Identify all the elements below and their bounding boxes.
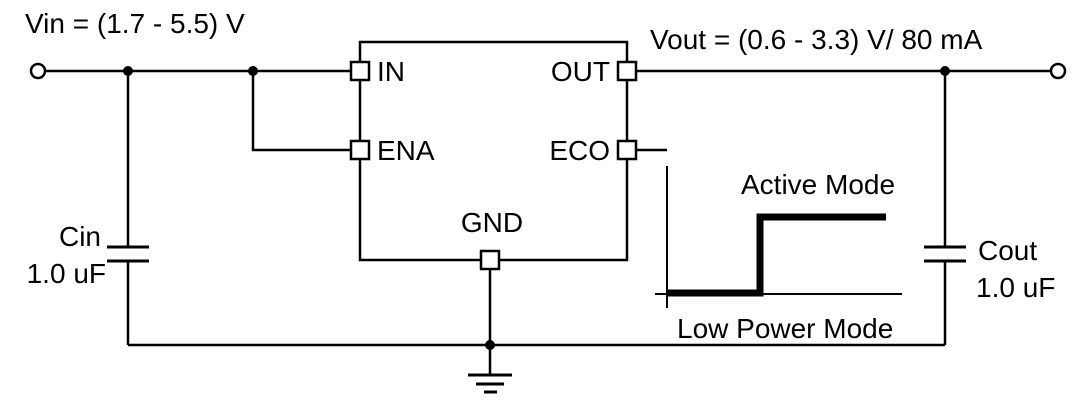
- junction-dot-gnd: [485, 340, 495, 350]
- pin-out-icon: [616, 60, 638, 82]
- pin-eco-label: ECO: [549, 135, 610, 166]
- pin-ena-icon: [349, 139, 371, 161]
- cin-name-label: Cin: [59, 221, 101, 252]
- low-power-mode-label: Low Power Mode: [677, 313, 893, 344]
- ena-wire: [251, 71, 351, 152]
- pin-in-label: IN: [377, 56, 405, 87]
- cin-value-label: 1.0 uF: [27, 258, 106, 289]
- pin-eco-icon: [616, 139, 638, 161]
- active-mode-label: Active Mode: [741, 169, 895, 200]
- vin-terminal-icon: [29, 62, 47, 80]
- pin-out-label: OUT: [551, 56, 610, 87]
- cout-capacitor-icon: [924, 245, 966, 263]
- pin-ena-label: ENA: [377, 135, 435, 166]
- cout-value-label: 1.0 uF: [976, 272, 1055, 303]
- cout-name-label: Cout: [978, 235, 1037, 266]
- vout-terminal-icon: [1049, 62, 1067, 80]
- ic-body: [358, 40, 629, 262]
- pin-gnd-label: GND: [461, 207, 523, 238]
- junction-dot-cout: [940, 66, 950, 76]
- waveform-step-trace: [667, 213, 886, 297]
- pin-in-icon: [349, 60, 371, 82]
- vin-label: Vin = (1.7 - 5.5) V: [25, 8, 245, 39]
- eco-waveform: [655, 166, 902, 308]
- pin-gnd-icon: [479, 249, 501, 271]
- junction-dot-ena: [248, 66, 258, 76]
- cin-capacitor-icon: [107, 245, 149, 263]
- vout-label: Vout = (0.6 - 3.3) V/ 80 mA: [650, 24, 983, 55]
- ground-symbol-icon: [468, 345, 512, 394]
- junction-dot-cin: [123, 66, 133, 76]
